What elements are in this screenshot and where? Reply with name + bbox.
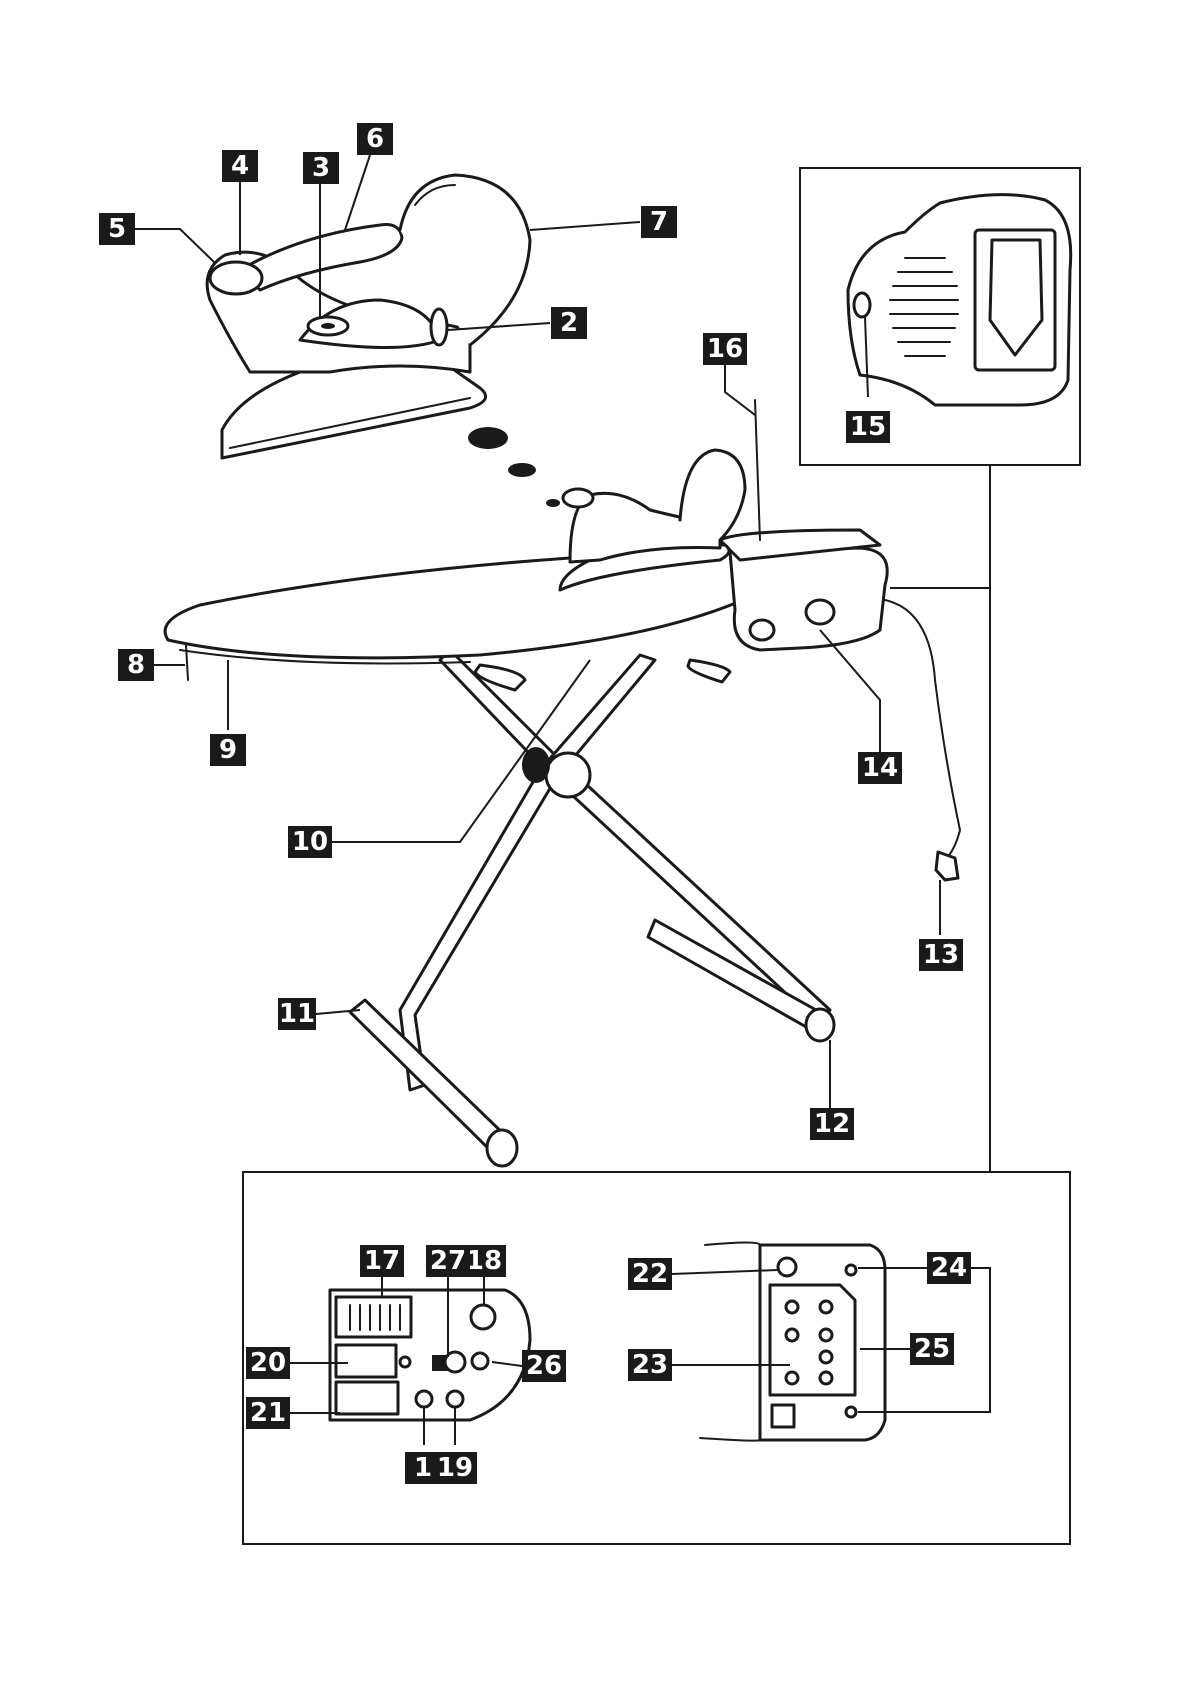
callout-6: 6: [357, 123, 393, 155]
callout-12: 12: [810, 1108, 854, 1140]
svg-text:3: 3: [312, 153, 330, 183]
svg-text:18: 18: [466, 1246, 502, 1276]
svg-text:25: 25: [914, 1334, 950, 1364]
svg-text:7: 7: [650, 207, 668, 237]
callout-26: 26: [522, 1350, 566, 1382]
callout-20: 20: [246, 1347, 290, 1379]
svg-text:22: 22: [632, 1259, 668, 1289]
callout-9: 9: [210, 734, 246, 766]
callout-15: 15: [846, 411, 890, 443]
callout-21: 21: [246, 1397, 290, 1429]
callout-4: 4: [222, 150, 258, 182]
callout-22: 22: [628, 1258, 672, 1290]
station-rear-inset: [800, 168, 1080, 465]
callout-7: 7: [641, 206, 677, 238]
callout-10: 10: [288, 826, 332, 858]
svg-text:6: 6: [366, 124, 384, 154]
svg-text:13: 13: [923, 940, 959, 970]
svg-text:12: 12: [814, 1109, 850, 1139]
callout-11: 11: [278, 998, 316, 1030]
svg-text:4: 4: [231, 151, 249, 181]
callout-25: 25: [910, 1333, 954, 1365]
svg-text:23: 23: [632, 1350, 668, 1380]
svg-text:11: 11: [279, 999, 315, 1029]
callout-23: 23: [628, 1349, 672, 1381]
svg-text:17: 17: [364, 1246, 400, 1276]
callout-17: 17: [360, 1245, 404, 1277]
callout-14: 14: [858, 752, 902, 784]
callout-2: 2: [551, 307, 587, 339]
callout-27: 27: [426, 1245, 470, 1277]
svg-text:5: 5: [108, 214, 126, 244]
svg-text:20: 20: [250, 1348, 286, 1378]
svg-text:24: 24: [931, 1253, 967, 1283]
svg-text:26: 26: [526, 1351, 562, 1381]
inset-connectors: [890, 465, 990, 1172]
callout-3: 3: [303, 152, 339, 184]
svg-text:14: 14: [862, 753, 898, 783]
svg-text:19: 19: [437, 1453, 473, 1483]
callout-19: 19: [433, 1452, 477, 1484]
callout-13: 13: [919, 939, 963, 971]
callout-8: 8: [118, 649, 154, 681]
svg-text:15: 15: [850, 412, 886, 442]
callout-5: 5: [99, 213, 135, 245]
svg-text:2: 2: [560, 308, 578, 338]
svg-text:9: 9: [219, 735, 237, 765]
callout-24: 24: [927, 1252, 971, 1284]
svg-text:16: 16: [707, 334, 743, 364]
svg-text:10: 10: [292, 827, 328, 857]
svg-text:1: 1: [414, 1453, 432, 1483]
svg-text:27: 27: [430, 1246, 466, 1276]
callout-16: 16: [703, 333, 747, 365]
svg-text:8: 8: [127, 650, 145, 680]
ironing-board-illustration: [165, 400, 960, 1166]
steam-iron-illustration: [207, 175, 560, 507]
svg-text:21: 21: [250, 1398, 286, 1428]
